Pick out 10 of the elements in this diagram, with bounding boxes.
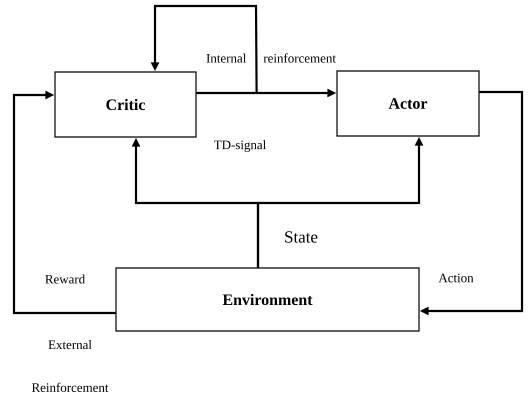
- process-box: Environment: [115, 267, 420, 332]
- note-label: External Reinforcement: [32, 340, 108, 392]
- edge-label: Reward: [45, 274, 85, 284]
- edge-label: TD-signal: [214, 140, 266, 152]
- edge-label: Internal reinforcement: [206, 53, 336, 63]
- process-box: Actor: [336, 70, 480, 137]
- arrow: [12, 90, 116, 314]
- process-box: Critic: [54, 71, 197, 138]
- edge-label: State: [285, 231, 318, 243]
- edge-label: Action: [438, 274, 474, 282]
